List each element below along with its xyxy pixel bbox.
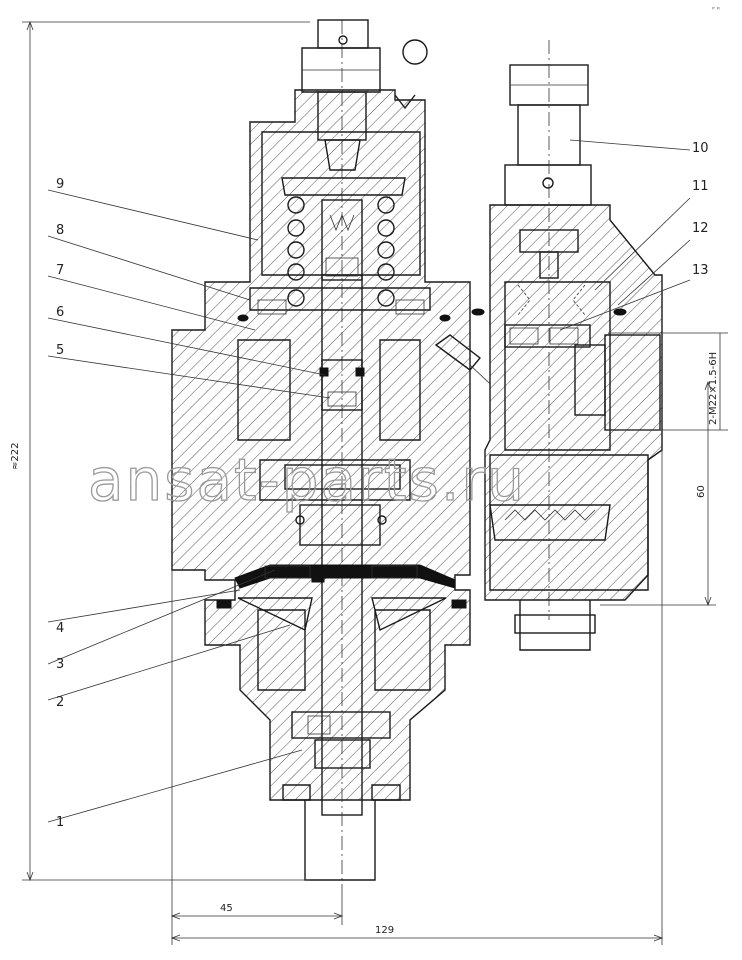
dim-port-offset: 60 — [696, 485, 707, 498]
right-top-fitting — [504, 40, 592, 620]
part-label-4: 4 — [56, 621, 64, 636]
part-label-2: 2 — [56, 695, 64, 710]
corner-mark: ᴾ ᴿ — [712, 6, 720, 14]
part-label-10: 10 — [692, 141, 709, 156]
part-labels: 9 8 7 6 5 4 3 2 1 10 11 12 13 — [56, 141, 709, 830]
part-label-8: 8 — [56, 223, 64, 238]
spring-assembly — [237, 177, 451, 322]
leader-lines — [47, 139, 691, 823]
dim-height-total: ≈222 — [10, 443, 21, 470]
part-label-13: 13 — [692, 263, 709, 278]
lower-diaphragm — [216, 564, 467, 632]
dimension-texts: ≈222 2-M22×1.5-6H 60 45 129 — [10, 352, 719, 936]
part-label-9: 9 — [56, 177, 64, 192]
part-label-3: 3 — [56, 657, 64, 672]
dim-width-left: 45 — [220, 903, 233, 914]
dim-width-total: 129 — [375, 925, 394, 936]
watermark-text: ansat-parts.ru — [88, 446, 526, 514]
finish-symbol — [394, 39, 428, 110]
right-valve-body — [471, 204, 663, 651]
part-label-5: 5 — [56, 343, 64, 358]
part-label-7: 7 — [56, 263, 64, 278]
part-label-11: 11 — [692, 179, 709, 194]
part-label-12: 12 — [692, 221, 709, 236]
dim-thread-spec: 2-M22×1.5-6H — [708, 352, 719, 425]
dimension-lines — [22, 20, 728, 945]
part-label-6: 6 — [56, 305, 64, 320]
part-label-1: 1 — [56, 815, 64, 830]
mid-valve-seat — [284, 359, 401, 546]
left-top-cap — [301, 19, 381, 171]
